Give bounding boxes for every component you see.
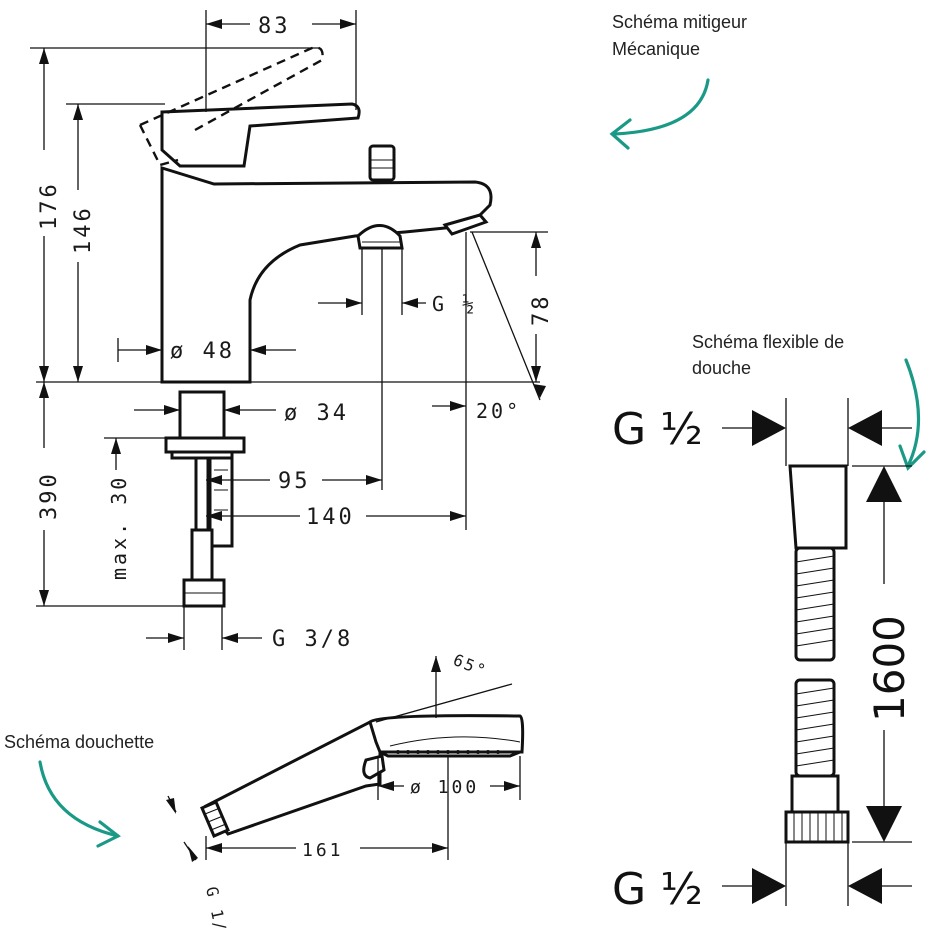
dim-78: 78: [529, 294, 554, 327]
mixer-shank: [178, 390, 226, 440]
handshower-drawing: 65° ø 100 161 G 1/: [166, 650, 525, 934]
dim-diameter-34: ø 34: [284, 401, 349, 426]
shower-thread: G 1/: [202, 885, 230, 934]
dim-diameter-48: ø 48: [170, 339, 235, 364]
dim-angle-20: 20°: [476, 399, 521, 423]
hose-lower: [794, 678, 836, 778]
aerator: [442, 213, 489, 236]
curved-arrow-icon: [612, 78, 710, 136]
hose-bottom-nut: [784, 810, 850, 844]
diverter-knob: [368, 144, 396, 182]
mixer-spout: [160, 165, 493, 384]
hose-thread-bottom: G ½: [612, 864, 703, 915]
hose-thread-top: G ½: [612, 404, 703, 455]
dim-146: 146: [71, 205, 96, 254]
shower-diameter: ø 100: [410, 777, 479, 798]
dim-max-30: max. 30: [107, 475, 131, 580]
caption-mixer-line1: Schéma mitigeur: [612, 12, 747, 32]
mixer-dimensions: 83 176 146 ø 48 G ½: [30, 10, 554, 652]
captions: Schéma mitigeur Mécanique Schéma flexibl…: [4, 12, 926, 848]
mixer-nut: [164, 436, 246, 454]
dim-95: 95: [278, 469, 311, 494]
handshower-hook: [362, 754, 386, 780]
curved-arrow-icon: [904, 358, 921, 468]
caption-handshower: Schéma douchette: [4, 732, 154, 752]
mixer-lever: [160, 102, 361, 168]
curved-arrow-icon: [38, 760, 120, 838]
dim-140: 140: [306, 505, 355, 530]
caption-hose-line1: Schéma flexible de: [692, 332, 844, 352]
caption-hose-line2: douche: [692, 358, 751, 378]
handshower-handle: [203, 718, 382, 836]
mixer-drawing: [36, 46, 540, 608]
shower-angle: 65°: [451, 650, 490, 681]
hose-length: 1600: [865, 615, 914, 722]
dim-83: 83: [258, 14, 291, 39]
dim-thread-outlet: G ½: [432, 292, 477, 316]
hose-drawing: G ½ 1600 G ½: [612, 398, 914, 915]
caption-mixer-line2: Mécanique: [612, 39, 700, 59]
dim-176: 176: [37, 181, 62, 230]
dim-thread-inlet: G 3/8: [272, 627, 353, 652]
handshower-head: [368, 714, 525, 754]
hose-top-fitting: [788, 464, 848, 550]
dim-390: 390: [37, 471, 62, 520]
shower-length: 161: [302, 840, 344, 861]
